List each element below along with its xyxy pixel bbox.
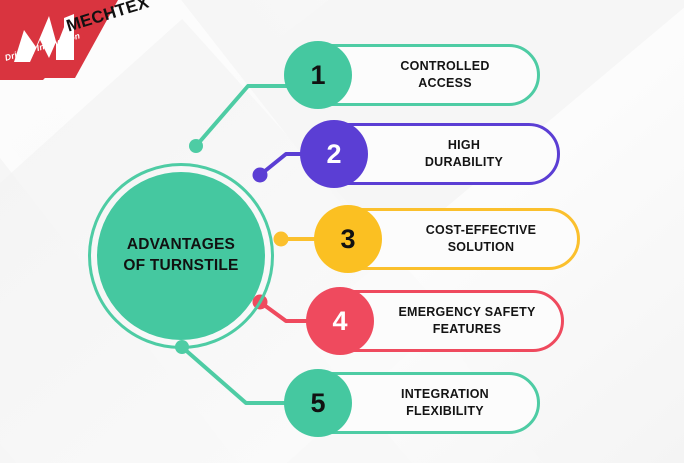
- connector-dot-1: [189, 139, 203, 153]
- advantage-label-4-line1: EMERGENCY SAFETY: [398, 305, 536, 320]
- advantage-label-1: CONTROLLED ACCESS: [354, 58, 536, 92]
- hub-title: ADVANTAGES OF TURNSTILE: [123, 235, 238, 277]
- advantage-label-2-line1: HIGH: [447, 138, 481, 153]
- advantage-label-5-line1: INTEGRATION: [401, 387, 489, 402]
- advantage-number-1: 1: [284, 41, 352, 109]
- advantage-item-1[interactable]: 1 CONTROLLED ACCESS: [284, 41, 540, 109]
- advantage-number-3: 3: [314, 205, 382, 273]
- advantage-label-4: EMERGENCY SAFETY FEATURES: [372, 304, 562, 338]
- advantage-label-2-line2: DURABILITY: [424, 155, 504, 169]
- advantage-item-3[interactable]: 3 COST-EFFECTIVE SOLUTION: [314, 205, 580, 273]
- advantage-label-3: COST-EFFECTIVE SOLUTION: [384, 222, 578, 256]
- advantage-item-5[interactable]: 5 INTEGRATION FLEXIBILITY: [284, 369, 540, 437]
- connector-dot-3: [273, 231, 289, 247]
- advantage-number-4: 4: [306, 287, 374, 355]
- advantage-label-5: INTEGRATION FLEXIBILITY: [354, 386, 536, 420]
- advantage-label-5-line2: FLEXIBILITY: [406, 404, 484, 418]
- brand-logo[interactable]: MECHTEX Driving Innovation: [0, 0, 200, 92]
- connector-1: [194, 84, 302, 148]
- hub-title-line1: ADVANTAGES: [126, 236, 236, 254]
- connector-5: [180, 345, 302, 405]
- mechtex-m-logo-icon: [0, 0, 118, 80]
- advantage-label-1-line1: CONTROLLED: [400, 59, 490, 74]
- hub-circle[interactable]: ADVANTAGES OF TURNSTILE: [97, 172, 265, 340]
- advantage-label-1-line2: ACCESS: [418, 76, 472, 90]
- hub-outer-ring: [88, 163, 274, 349]
- connector-dot-2: [252, 167, 268, 183]
- advantage-label-4-line2: FEATURES: [432, 322, 502, 336]
- advantage-item-2[interactable]: 2 HIGH DURABILITY: [300, 120, 560, 188]
- advantage-label-3-line1: COST-EFFECTIVE: [425, 223, 537, 238]
- advantage-label-2: HIGH DURABILITY: [370, 137, 558, 171]
- advantage-number-5: 5: [284, 369, 352, 437]
- advantage-label-3-line2: SOLUTION: [447, 240, 515, 254]
- hub-title-line2: OF TURNSTILE: [123, 257, 239, 274]
- advantage-item-4[interactable]: 4 EMERGENCY SAFETY FEATURES: [306, 287, 564, 355]
- advantage-number-2: 2: [300, 120, 368, 188]
